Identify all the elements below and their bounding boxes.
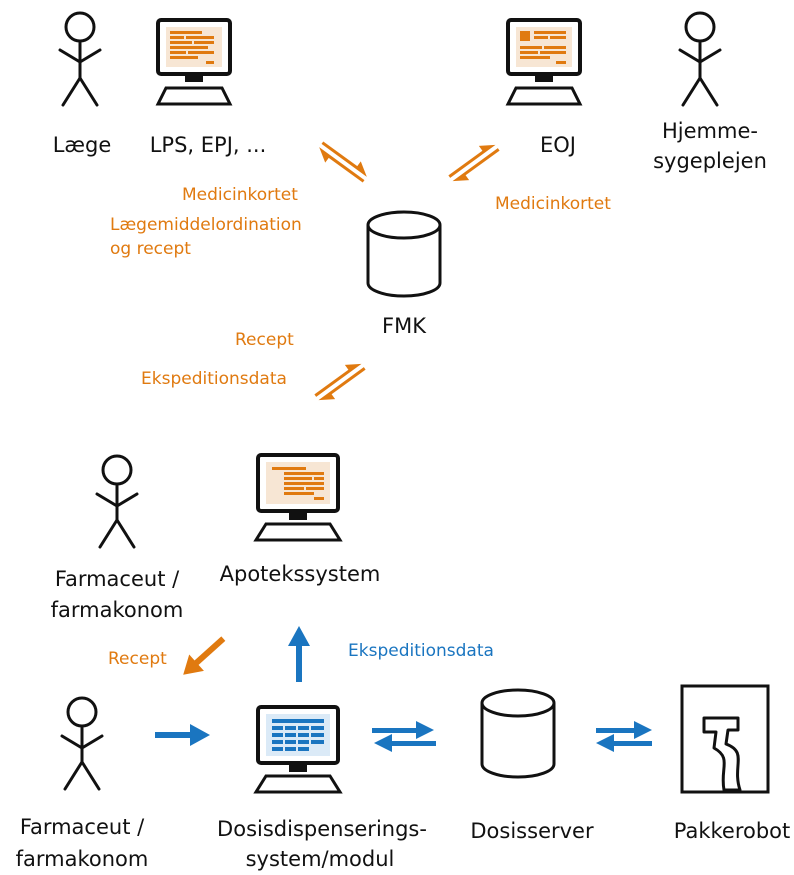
actor-label-hjemme-line2: sygeplejen [653, 149, 767, 173]
actor-label-laege: Læge [53, 133, 112, 157]
system-label-dosisserver: Dosisserver [470, 819, 594, 843]
arrow-ekspeditionsdata-up [288, 626, 310, 682]
flow-label-eoj-medicinkortet: Medicinkortet [495, 194, 611, 214]
flow-label-lps-medicinkortet: Medicinkortet [182, 185, 298, 205]
system-label-lps: LPS, EPJ, ... [150, 133, 267, 157]
stick-figure-icon-farmaceut-top [95, 454, 139, 549]
flow-label-fmk-ekspeditionsdata: Ekspeditionsdata [141, 369, 287, 389]
system-label-fmk: FMK [382, 314, 427, 338]
exchange-arrows-server-robot [596, 721, 652, 752]
flow-label-lps-ordination: Lægemiddelordination [110, 215, 302, 235]
stick-figure-icon-farmaceut-bottom [60, 696, 104, 791]
packing-robot-icon [680, 684, 770, 794]
system-label-pakkerobot: Pakkerobot [674, 819, 791, 843]
stick-figure-icon-laege [58, 11, 102, 107]
actor-label-farmaceut-bottom-line2: farmakonom [16, 847, 149, 871]
arrow-farmaceut-to-dosis [155, 724, 210, 746]
flow-label-dosis-ekspeditionsdata: Ekspeditionsdata [348, 641, 494, 661]
arrow-recept-down [183, 636, 226, 675]
computer-icon-lps [155, 18, 233, 106]
actor-label-farmaceut-bottom-line1: Farmaceut / [20, 815, 145, 839]
computer-icon-apotek [253, 453, 343, 542]
actor-label-hjemme-line1: Hjemme- [662, 119, 758, 143]
system-label-dosis-line2: system/modul [246, 847, 395, 871]
exchange-arrows-dosis-server [372, 721, 436, 752]
flow-label-fmk-recept: Recept [235, 330, 294, 350]
stick-figure-icon-hjemmesygeplejen [678, 11, 722, 107]
system-label-apotek: Apotekssystem [220, 562, 381, 586]
database-icon-dosisserver [480, 688, 556, 779]
exchange-arrows-lps-fmk [319, 141, 367, 183]
actor-label-farmaceut-top-line1: Farmaceut / [55, 567, 180, 591]
database-icon-fmk [366, 210, 442, 298]
computer-icon-dosisdispensering [253, 705, 343, 794]
system-label-eoj: EOJ [540, 133, 576, 157]
actor-label-farmaceut-top-line2: farmakonom [51, 598, 184, 622]
exchange-arrows-eoj-fmk [448, 144, 500, 182]
flow-label-farmaceut-recept: Recept [108, 649, 167, 669]
system-label-dosis-line1: Dosisdispenserings- [217, 817, 427, 841]
computer-icon-eoj [505, 18, 583, 106]
exchange-arrows-fmk-apotek [314, 363, 366, 401]
flow-label-lps-recept: og recept [110, 239, 191, 259]
